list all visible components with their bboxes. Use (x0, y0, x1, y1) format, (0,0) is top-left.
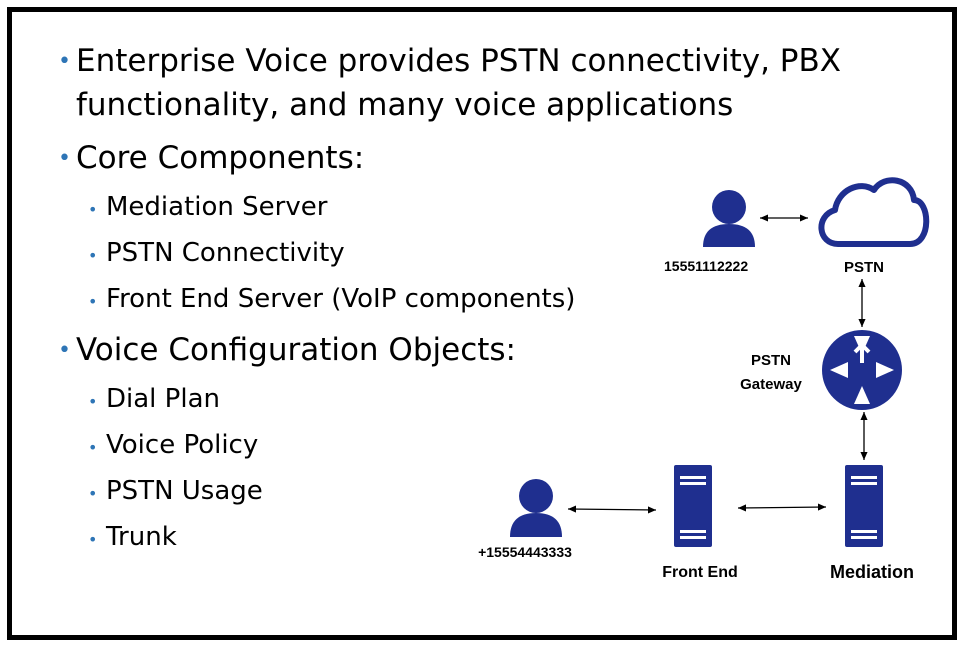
user-top-number: 15551112222 (664, 258, 748, 274)
server-icon (845, 465, 883, 547)
user-bottom-number: +15554443333 (478, 544, 572, 560)
link-user-frontend (567, 505, 657, 514)
front-end-label: Front End (662, 564, 738, 581)
sub-bullet-pstn-usage: PSTN Usage (106, 476, 263, 506)
bullet-voice-configuration-objects: Voice Configuration Objects: (76, 332, 516, 368)
pstn-label: PSTN (844, 259, 884, 276)
gateway-label-line2: Gateway (740, 376, 802, 393)
server-icon (674, 465, 712, 547)
router-icon (822, 330, 902, 410)
bullet-enterprise-voice-line2: functionality, and many voice applicatio… (76, 87, 734, 123)
slide-frame (7, 7, 957, 640)
sub-bullet-pstn-connectivity: PSTN Connectivity (106, 238, 345, 268)
sub-bullet-trunk: Trunk (106, 522, 177, 552)
sub-bullet-front-end-server: Front End Server (VoIP components) (106, 284, 576, 314)
gateway-label-line1: PSTN (751, 352, 791, 369)
sub-bullet-voice-policy: Voice Policy (106, 430, 259, 460)
sub-bullet-mediation-server: Mediation Server (106, 192, 328, 222)
user-icon (703, 190, 755, 247)
bullet-core-components: Core Components: (76, 140, 365, 176)
cloud-icon (818, 177, 930, 247)
link-frontend-mediation (737, 503, 827, 512)
bullet-enterprise-voice-line1: Enterprise Voice provides PSTN connectiv… (76, 43, 841, 79)
sub-bullet-dial-plan: Dial Plan (106, 384, 220, 414)
mediation-label: Mediation (830, 562, 914, 582)
user-icon (510, 479, 562, 537)
